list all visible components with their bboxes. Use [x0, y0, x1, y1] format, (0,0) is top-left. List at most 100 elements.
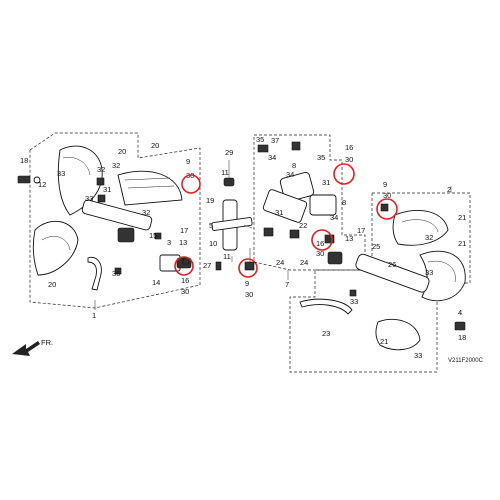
direction-arrow-icon	[12, 341, 40, 356]
screw	[380, 203, 389, 212]
callout-label: 30	[345, 155, 353, 164]
lower-right-shroud	[375, 318, 421, 351]
callout-label: 26	[388, 260, 396, 269]
lever-plate	[262, 189, 308, 223]
screw	[154, 232, 162, 240]
callout-label: 32	[425, 233, 433, 242]
callout-label: 8	[342, 198, 346, 207]
callout-label: 22	[299, 221, 307, 230]
callout-label: 16	[181, 276, 189, 285]
callout-label: 19	[206, 196, 214, 205]
left-assembly-frame	[29, 132, 201, 309]
flange-bolt	[17, 175, 31, 184]
callout-label: 35	[317, 153, 325, 162]
direction-label: FR.	[41, 338, 53, 347]
callout-label: 24	[276, 258, 284, 267]
right-assembly-frame	[289, 192, 471, 373]
callout-label: 11	[221, 168, 229, 177]
pin	[215, 261, 222, 271]
highlight-circle	[376, 198, 398, 220]
callout-label: 12	[38, 180, 46, 189]
callout-label: 11	[223, 252, 231, 261]
callout-label: 2	[447, 185, 451, 194]
curved-bar	[299, 298, 353, 315]
callout-label: 20	[151, 141, 159, 150]
callout-label: 32	[142, 208, 150, 217]
callout-label: 4	[458, 308, 462, 317]
cover-plate	[117, 170, 183, 206]
callout-label: 37	[271, 136, 279, 145]
callout-label: 31	[322, 178, 330, 187]
washer	[33, 176, 41, 184]
callout-label: 33	[425, 268, 433, 277]
right-shroud	[419, 250, 466, 302]
callout-label: 36	[112, 269, 120, 278]
screw	[114, 267, 122, 275]
callout-label: 21	[458, 213, 466, 222]
callout-label: 24	[300, 258, 308, 267]
callout-label: 32	[112, 161, 120, 170]
callout-label: 30	[383, 191, 391, 200]
callout-label: 30	[181, 287, 189, 296]
callout-label: 27	[203, 261, 211, 270]
callout-label: 34	[268, 153, 276, 162]
callout-label: 21	[458, 239, 466, 248]
support-bar	[87, 256, 102, 291]
callout-label: 17	[180, 226, 188, 235]
callout-label: 9	[186, 157, 190, 166]
callout-label: 34	[286, 170, 294, 179]
left-assembly: 18 12 33 20 20 32 9 30 32 31 33 32 15 3 …	[17, 132, 201, 320]
callout-label: 33	[57, 169, 65, 178]
callout-label: 25	[372, 242, 380, 251]
auger-shaft	[81, 199, 153, 231]
highlight-circle	[333, 163, 355, 185]
callout-label: 8	[292, 161, 296, 170]
screw	[96, 177, 105, 186]
callout-label: 9	[383, 180, 387, 189]
callout-label: 23	[322, 329, 330, 338]
highlight-circle	[238, 258, 258, 278]
right-housing-part	[392, 209, 449, 246]
callout-label: 20	[48, 280, 56, 289]
callout-label: 30	[245, 290, 253, 299]
callout-label: 16	[345, 143, 353, 152]
callout-label: 13	[345, 234, 353, 243]
bolt	[324, 234, 335, 244]
bolt	[291, 141, 301, 151]
callout-label: 15	[149, 231, 157, 240]
callout-label: 30	[316, 249, 324, 258]
callout-label: 20	[118, 147, 126, 156]
callout-label: 31	[275, 208, 283, 217]
callout-label: 34	[330, 213, 338, 222]
lower-left-shroud	[32, 220, 79, 276]
right-assembly: 2 9 30 21 21 32 25 26 33 23 21 33 4 18 3…	[289, 180, 471, 373]
callout-label: 3	[167, 238, 171, 247]
nut	[244, 261, 255, 271]
callout-label: 33	[414, 351, 422, 360]
callout-label: 35	[256, 135, 264, 144]
gearbox-assembly: 35 37 34 35 8 34 16 30 31 8 34 31 22 24 …	[253, 134, 366, 289]
bearing-block	[327, 251, 343, 265]
highlight-circle	[174, 256, 194, 276]
centre-shaft-group: 29 11 19 5 10 11 27 9 30	[203, 148, 258, 299]
callout-label: 29	[225, 148, 233, 157]
callout-label: 33	[85, 194, 93, 203]
bolt	[263, 227, 274, 237]
callout-label: 5	[209, 221, 213, 230]
screw	[182, 257, 190, 265]
callout-label: 33	[350, 297, 358, 306]
screw	[97, 194, 106, 203]
gear-case	[279, 171, 315, 203]
bolt	[289, 229, 300, 239]
callout-label: 17	[357, 226, 365, 235]
bolt	[454, 321, 466, 331]
left-housing-part	[57, 145, 103, 216]
bearing-block	[117, 227, 135, 243]
callout-label: 32	[97, 165, 105, 174]
highlight-circle	[311, 229, 333, 251]
callout-label: 16	[316, 239, 324, 248]
callout-label: 14	[152, 278, 160, 287]
grease-fitting	[223, 177, 235, 187]
